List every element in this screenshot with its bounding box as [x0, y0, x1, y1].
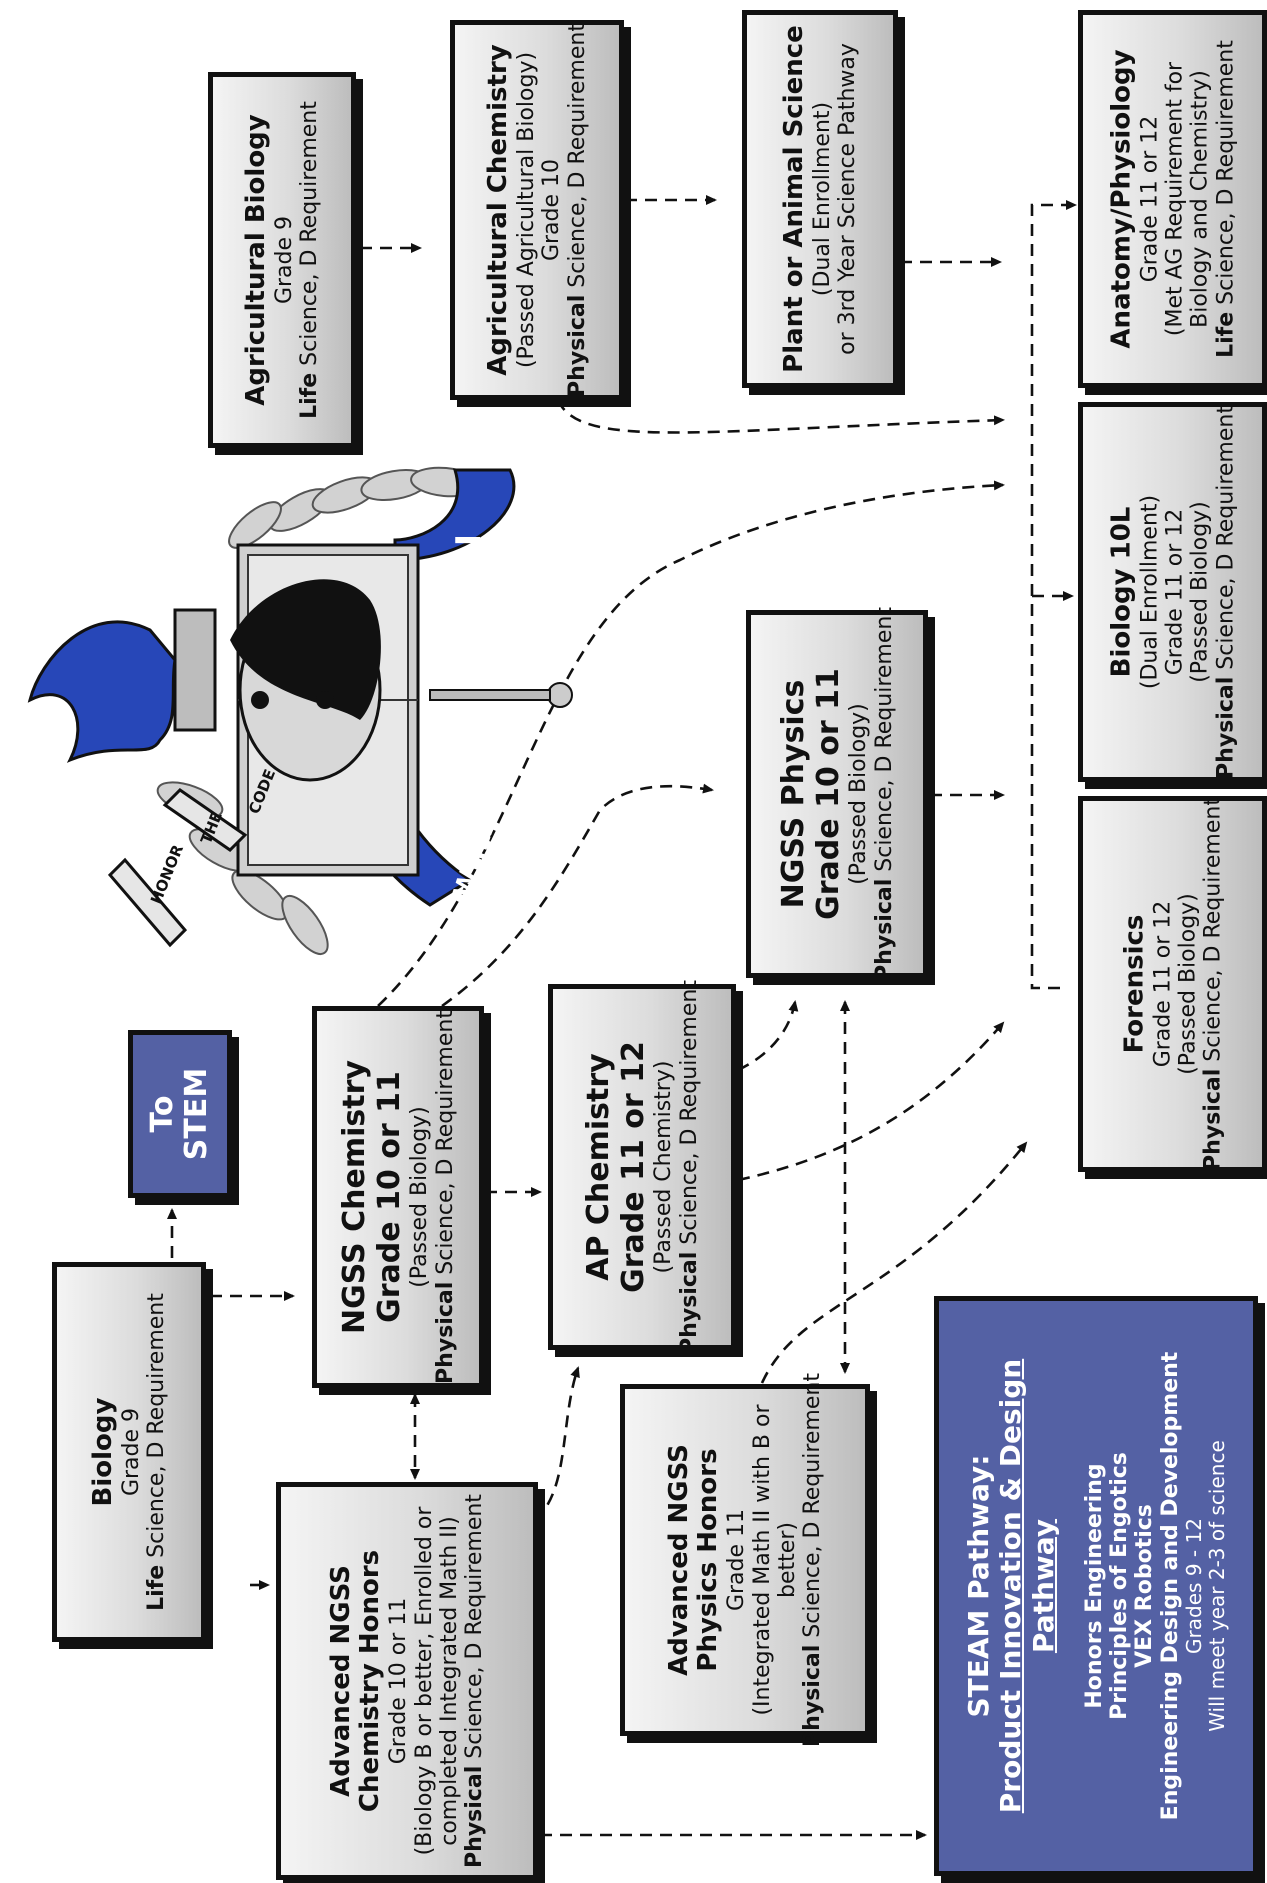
course-title: Plant or Animal Science	[778, 25, 809, 373]
course-grade: Grade 10 or 11	[386, 1597, 412, 1765]
course-title: Advanced NGSS	[663, 1444, 694, 1676]
banner-wheatland-label: WHEATLAND	[448, 718, 533, 902]
course-grade: Grade 9	[271, 215, 297, 305]
course-prereq: (Passed Agricultural Biology)	[514, 51, 539, 369]
course-requirement: Physical Science, D Requirement	[432, 1010, 458, 1384]
course-note: (Dual Enrollment)	[1136, 494, 1162, 690]
course-title: NGSS Chemistry	[337, 1060, 373, 1334]
course-prereq: Biology and Chemistry)	[1187, 70, 1213, 328]
course-grade: Grade 10 or 11	[810, 668, 846, 920]
sword-icon	[429, 682, 573, 708]
course-box-ngss-chemistry: NGSS Chemistry Grade 10 or 11 (Passed Bi…	[312, 1006, 484, 1388]
course-requirement: Physical Science, D Requirement	[564, 23, 590, 397]
course-grade: Grade 11 or 12	[1162, 508, 1188, 676]
stem-label-to: To	[144, 1095, 180, 1133]
course-prereq: (Passed Biology)	[1187, 501, 1213, 683]
stem-label: STEM	[179, 1067, 214, 1161]
steam-course: Engineering Design and Development	[1157, 1351, 1183, 1821]
to-stem-box: To STEM	[128, 1030, 232, 1198]
course-box-forensics: Forensics Grade 11 or 12 (Passed Biology…	[1078, 796, 1267, 1172]
course-requirement: Physical Science, D Requirement	[871, 607, 897, 981]
steam-note: Will meet year 2-3 of science	[1204, 1440, 1229, 1732]
course-box-advanced-ngss-physics-honors: Advanced NGSS Physics Honors Grade 11 (I…	[620, 1373, 870, 1747]
course-requirement: Life Science, D Requirement	[296, 101, 322, 419]
course-note: (Dual Enrollment)	[809, 101, 835, 297]
course-box-agricultural-biology: Agricultural Biology Grade 9 Life Scienc…	[208, 72, 356, 448]
course-grade: Grade 9	[118, 1407, 144, 1497]
steam-pathway-box: STEAM Pathway: Product Innovation & Desi…	[934, 1296, 1258, 1876]
course-title: Agricultural Biology	[240, 114, 271, 406]
arrow-ngsschem-ngssphys	[441, 783, 714, 1008]
course-title-line2: Chemistry Honors	[355, 1549, 386, 1813]
course-title: Biology 10L	[1105, 506, 1136, 678]
arrow-advchem-apchem	[534, 1366, 580, 1521]
course-box-biology: Biology Grade 9 Life Science, D Requirem…	[52, 1262, 206, 1642]
course-prereq: (Passed Biology)	[846, 703, 872, 885]
course-title: Anatomy/Physiology	[1105, 49, 1136, 349]
steam-subheading: Product Innovation & Design Pathway	[994, 1358, 1060, 1814]
course-title-line2: Physics Honors	[693, 1448, 724, 1672]
course-prereq: completed Integrated Math II)	[436, 1516, 462, 1846]
course-box-plant-animal-science: Plant or Animal Science (Dual Enrollment…	[742, 10, 898, 388]
steam-grades: Grades 9 - 12	[1181, 1518, 1206, 1654]
course-requirement: Life Science, D Requirement	[1212, 40, 1238, 358]
course-grade: Grade 10 or 11	[371, 1071, 407, 1323]
course-box-ngss-physics: NGSS Physics Grade 10 or 11 (Passed Biol…	[746, 607, 928, 981]
course-grade: Grade 10	[539, 158, 565, 262]
course-box-agricultural-chemistry: Agricultural Chemistry (Passed Agricultu…	[450, 20, 624, 400]
course-prereq: (Met AG Requirement for	[1162, 61, 1188, 337]
course-requirement: Physical Science, D Requirement	[676, 980, 702, 1354]
course-prereq: (Passed Biology)	[1174, 893, 1200, 1075]
scroll-word-honor: HONOR	[147, 842, 187, 907]
course-box-advanced-ngss-chemistry-honors: Advanced NGSS Chemistry Honors Grade 10 …	[276, 1482, 538, 1880]
arrow-agchem-right	[556, 399, 1005, 434]
course-grade: Grade 11 or 12	[1149, 900, 1175, 1068]
course-note: or 3rd Year Science Pathway	[834, 43, 860, 355]
arrow-apchem-forensics	[737, 1021, 1005, 1182]
course-grade: Grade 11 or 12	[1136, 115, 1162, 283]
course-title: Forensics	[1118, 914, 1149, 1054]
steam-course: Honors Engineering	[1081, 1463, 1107, 1709]
steam-course: VEX Robotics	[1132, 1504, 1158, 1668]
arrow-ngsschem-upper	[377, 480, 1005, 1007]
course-requirement: Physical Science, D Requirement	[1200, 797, 1226, 1171]
course-title: Biology	[87, 1397, 118, 1507]
course-requirement: Physical Science, D Requirement	[1212, 405, 1238, 779]
course-requirement: Life Science, D Requirement	[143, 1293, 169, 1611]
arrow-apchem-ngssphys	[737, 1000, 799, 1072]
course-prereq: (Passed Chemistry)	[651, 1060, 677, 1274]
course-title: Agricultural Chemistry	[483, 44, 514, 376]
course-prereq: (Integrated Math II with B or better)	[749, 1404, 800, 1716]
course-box-biology-10l: Biology 10L (Dual Enrollment) Grade 11 o…	[1078, 402, 1267, 782]
course-requirement: Physical Science, D Requirement	[800, 1373, 826, 1747]
course-box-anatomy-physiology: Anatomy/Physiology Grade 11 or 12 (Met A…	[1078, 10, 1267, 388]
course-prereq: (Passed Biology)	[407, 1106, 433, 1288]
steam-course: Principles of Engotics	[1106, 1452, 1132, 1720]
course-requirement: Physical Science, D Requirement	[462, 1494, 488, 1868]
course-grade: Grade 11	[724, 1508, 750, 1612]
course-title: NGSS Physics	[776, 679, 812, 909]
torch-icon	[27, 608, 217, 763]
banner-union-label: UNION	[449, 534, 489, 660]
arrow-advphys-forensics	[760, 1141, 1028, 1384]
course-grade: Grade 11 or 12	[615, 1041, 651, 1293]
steam-heading: STEAM Pathway:	[962, 1454, 996, 1718]
course-box-ap-chemistry: AP Chemistry Grade 11 or 12 (Passed Chem…	[548, 980, 736, 1354]
course-title: Advanced NGSS	[325, 1565, 356, 1797]
pirate-mascot-icon	[230, 579, 382, 782]
course-prereq: (Biology B or better, Enrolled or	[411, 1506, 437, 1856]
course-title: AP Chemistry	[581, 1053, 617, 1281]
banner-shape	[393, 468, 516, 562]
